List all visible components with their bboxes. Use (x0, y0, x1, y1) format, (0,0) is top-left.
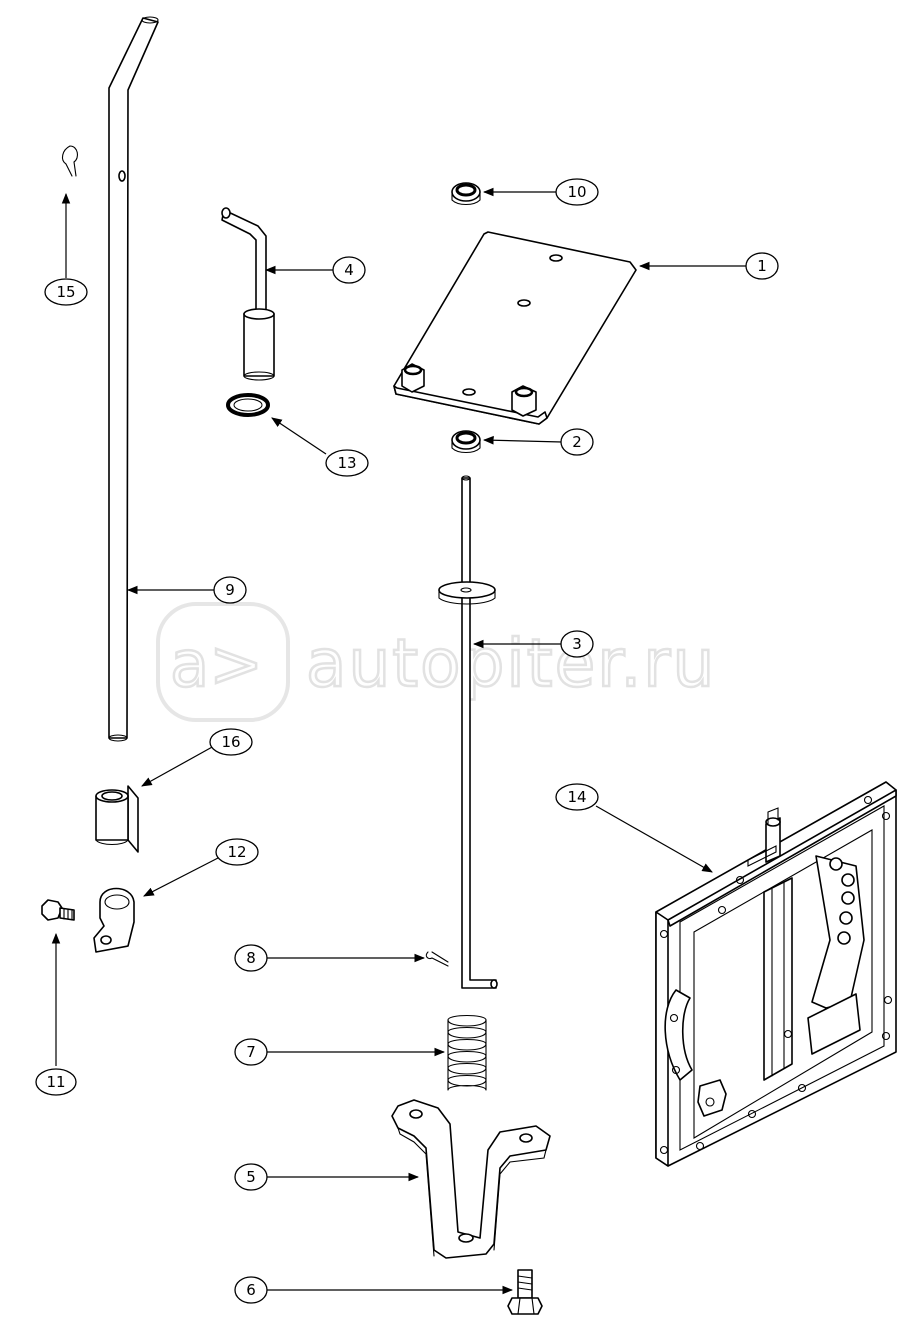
callout-5: 5 (234, 1163, 268, 1191)
leader-lines (51, 187, 746, 1295)
callout-7: 7 (234, 1038, 268, 1066)
leader-2 (482, 435, 563, 445)
part-bracket (391, 1099, 551, 1259)
leader-12 (143, 857, 219, 897)
part-gate-plate (655, 781, 897, 1167)
callout-16-label: 16 (221, 733, 240, 751)
callout-10: 10 (555, 178, 599, 206)
callout-2: 2 (560, 428, 594, 456)
callout-1-label: 1 (757, 257, 767, 275)
callout-15: 15 (44, 278, 88, 306)
callout-3-label: 3 (572, 635, 582, 653)
callout-13-label: 13 (337, 454, 356, 472)
leader-14 (595, 805, 713, 873)
callout-8-label: 8 (246, 949, 256, 967)
callout-15-label: 15 (56, 283, 75, 301)
part-control-rod (438, 475, 498, 989)
callout-2-label: 2 (572, 433, 582, 451)
callout-11-label: 11 (46, 1073, 65, 1091)
callout-6: 6 (234, 1276, 268, 1304)
part-hair-pin (61, 145, 79, 177)
callout-12-label: 12 (227, 843, 246, 861)
part-clamp-bolt (41, 899, 75, 921)
callout-9-label: 9 (225, 581, 235, 599)
part-bolt (507, 1269, 543, 1315)
callout-5-label: 5 (246, 1168, 256, 1186)
callout-7-label: 7 (246, 1043, 256, 1061)
callout-12: 12 (215, 838, 259, 866)
part-long-tube (108, 16, 159, 742)
watermark: a> autopiter.ru (156, 602, 716, 722)
watermark-logo: a> (170, 628, 263, 702)
leader-13 (271, 417, 327, 455)
callout-14-label: 14 (567, 788, 586, 806)
callout-13: 13 (325, 449, 369, 477)
part-clamp (93, 887, 135, 953)
callout-4: 4 (332, 256, 366, 284)
part-cotter-pin (425, 951, 449, 967)
part-lower-bushing (451, 430, 481, 454)
part-upper-bushing (451, 182, 481, 206)
part-mounting-plate (393, 231, 637, 425)
part-tube-clip (95, 785, 139, 853)
callout-11: 11 (35, 1068, 77, 1096)
callout-9: 9 (213, 576, 247, 604)
part-o-ring (226, 393, 270, 417)
watermark-text: autopiter.ru (306, 625, 716, 702)
part-bent-handle (221, 207, 275, 381)
part-spring (447, 1014, 487, 1091)
callout-4-label: 4 (344, 261, 354, 279)
leader-16 (141, 745, 215, 787)
callout-10-label: 10 (567, 183, 586, 201)
callout-14: 14 (555, 783, 599, 811)
watermark-logo-box (156, 602, 290, 722)
callout-8: 8 (234, 944, 268, 972)
callout-1: 1 (745, 252, 779, 280)
callout-6-label: 6 (246, 1281, 256, 1299)
callout-3: 3 (560, 630, 594, 658)
callout-16: 16 (209, 728, 253, 756)
